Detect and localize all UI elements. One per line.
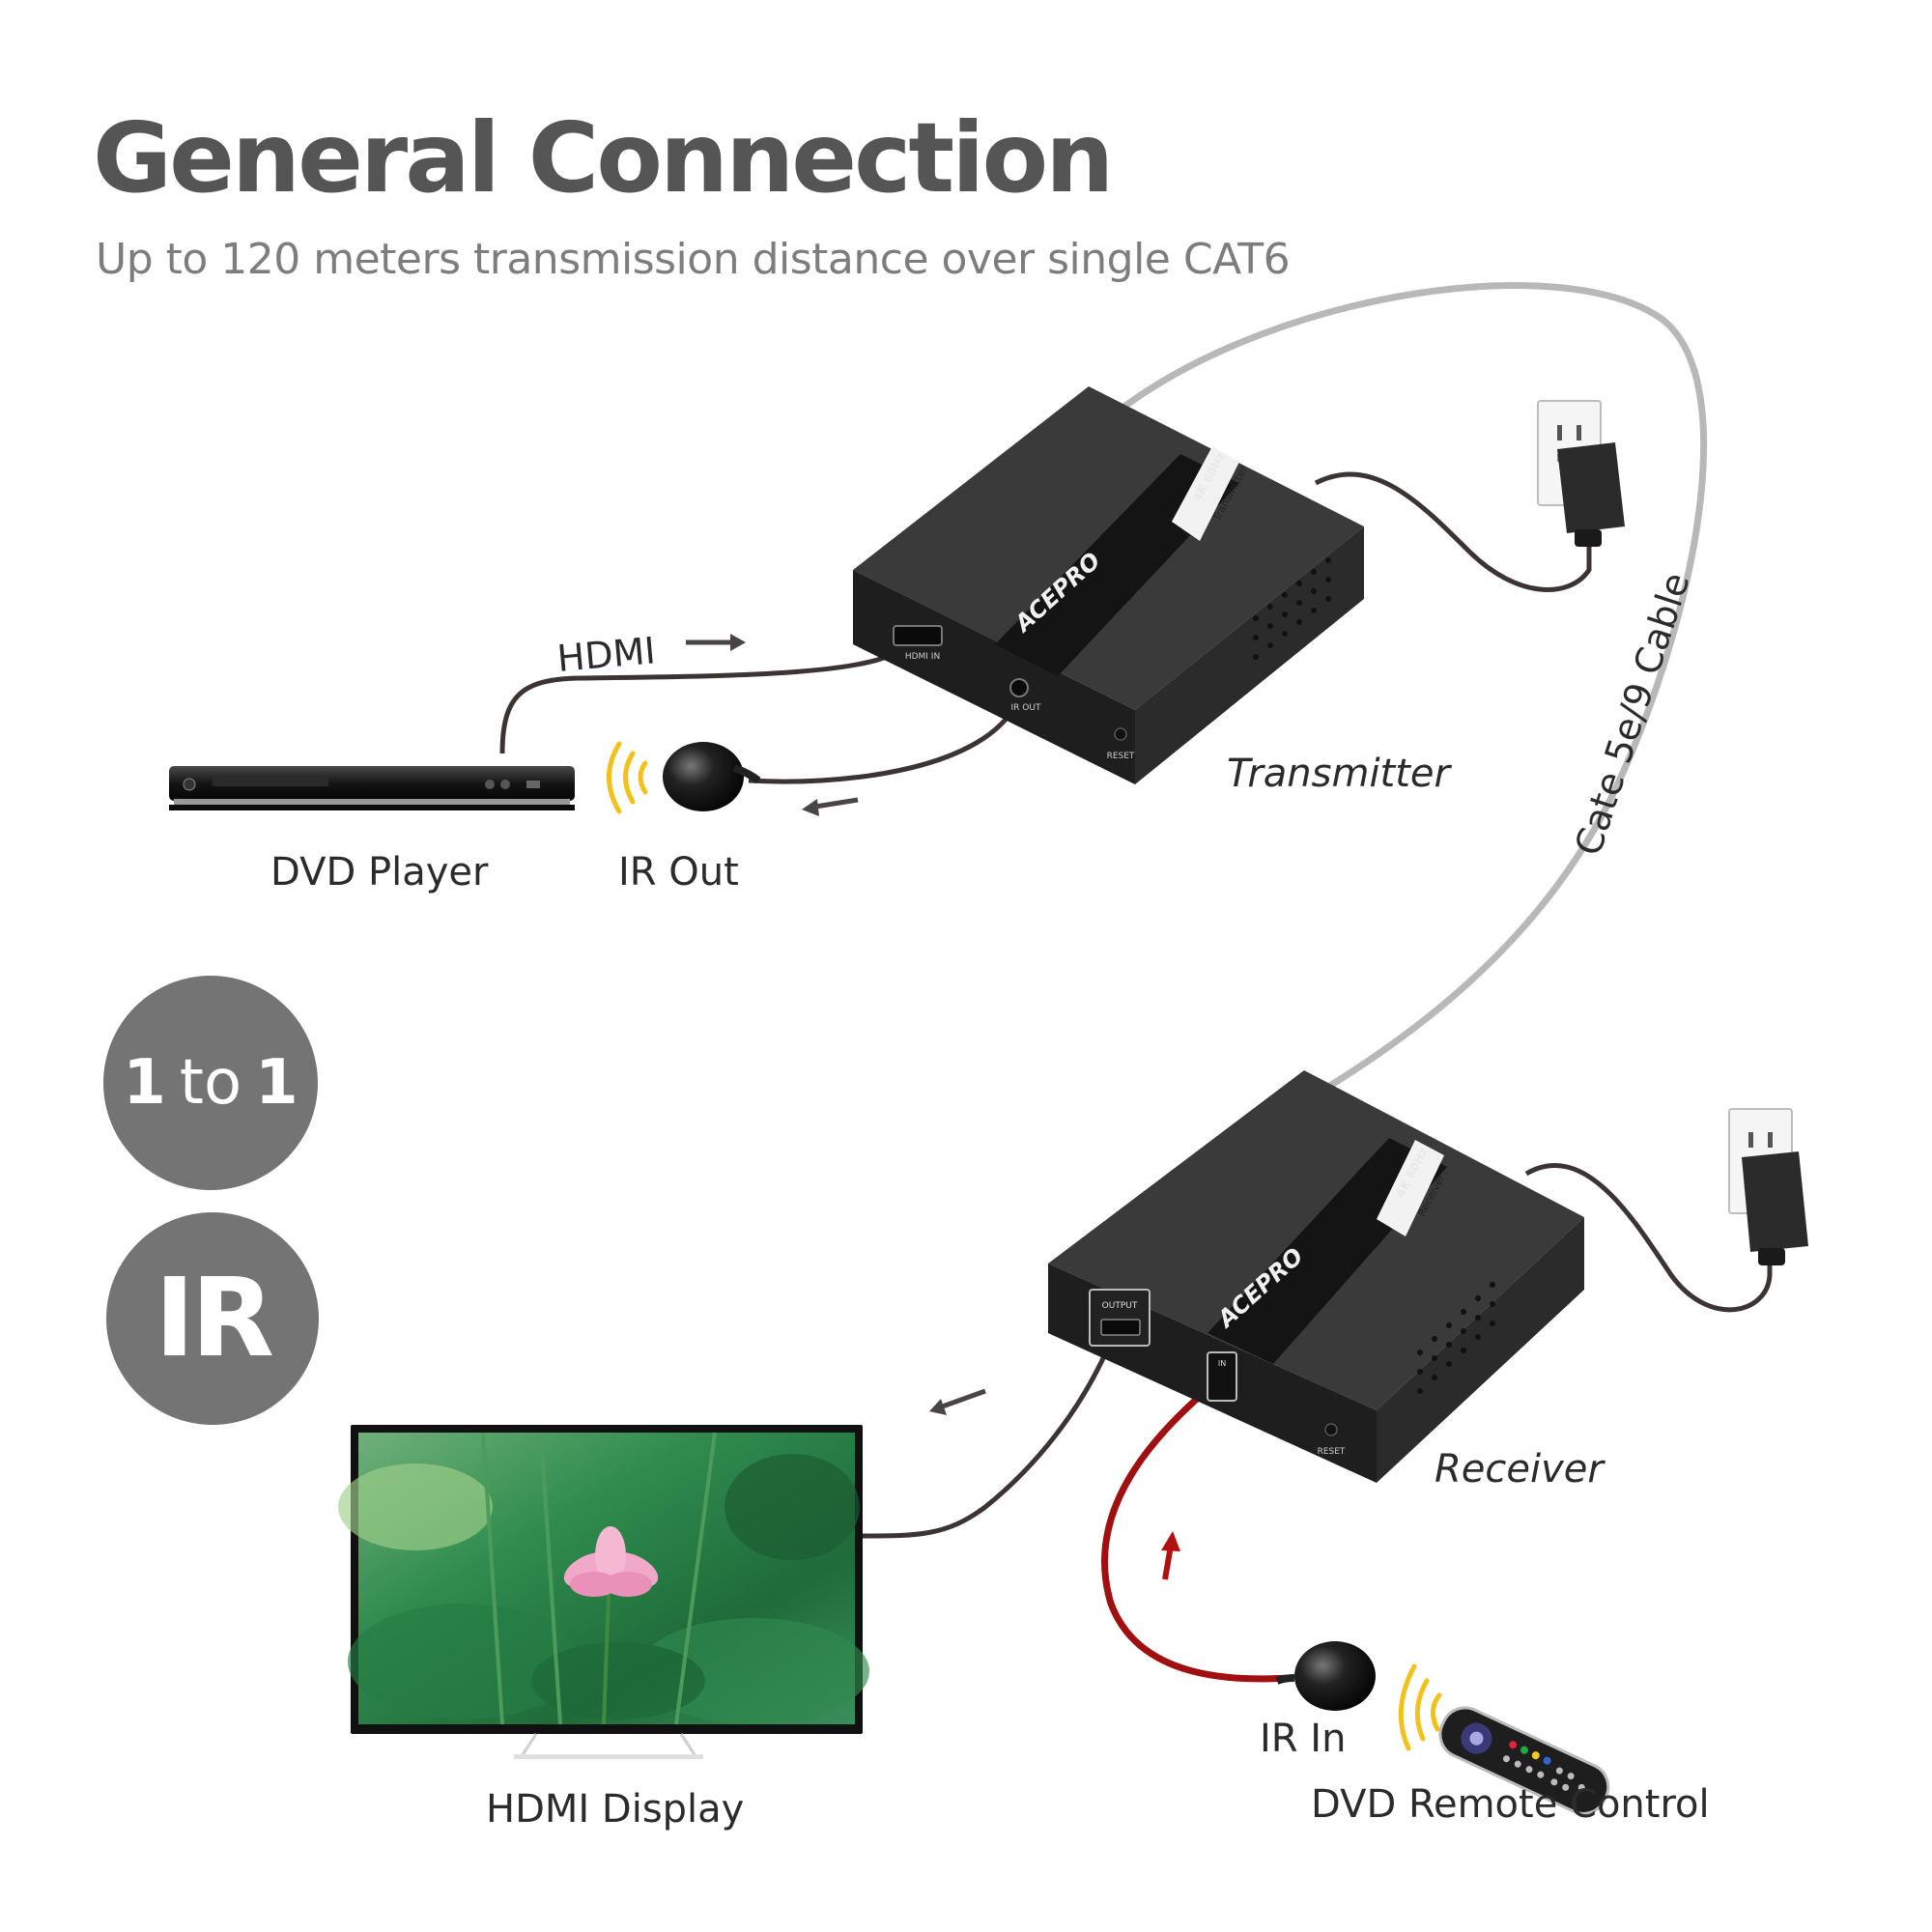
ir-badge-text: IR bbox=[155, 1256, 274, 1381]
ir-out-waves-icon bbox=[607, 741, 648, 814]
page-title: General Connection bbox=[93, 101, 1114, 214]
ir-out-arrow bbox=[802, 797, 859, 816]
ir-in-receiver bbox=[1275, 1641, 1376, 1711]
receiver-label: Receiver bbox=[1435, 1447, 1604, 1492]
rx-reset-button bbox=[1324, 1423, 1338, 1436]
transmitter-unit: 4K 60Hz Transmitter ACEPRO HDMI IN IR OU… bbox=[853, 386, 1364, 784]
hdmi-display bbox=[338, 1425, 869, 1759]
tx-reset-label: RESET bbox=[1107, 752, 1135, 761]
ir-in-label: IR In bbox=[1260, 1717, 1347, 1761]
remote-control-icon bbox=[1438, 1706, 1610, 1815]
tx-hdmi-port-label: HDMI IN bbox=[905, 652, 940, 662]
mode-badge: 1 to 1 bbox=[103, 976, 318, 1190]
ir-in-cable bbox=[1101, 1377, 1291, 1683]
hdmi-in-arrow bbox=[686, 634, 746, 651]
hdmi-out-arrow bbox=[929, 1388, 986, 1415]
tx-hdmi-port bbox=[893, 625, 943, 646]
ir-out-label: IR Out bbox=[618, 850, 739, 895]
lotus-flower bbox=[563, 1526, 659, 1725]
receiver-unit: 4K 60Hz Receiver ACEPRO OUTPUT IN RESET bbox=[1048, 1070, 1584, 1483]
dvd-player bbox=[169, 766, 575, 810]
ir-in-arrow bbox=[1161, 1531, 1180, 1580]
tx-power-cable bbox=[1314, 471, 1592, 592]
hdmi-display-label: HDMI Display bbox=[486, 1787, 745, 1832]
mode-badge-word: to bbox=[179, 1047, 242, 1119]
remote-control-label: DVD Remote Control bbox=[1311, 1782, 1710, 1827]
rx-power-adapter bbox=[1728, 1108, 1808, 1265]
tx-reset-button bbox=[1114, 727, 1127, 741]
rx-ir-port bbox=[1207, 1351, 1237, 1402]
tx-ir-port bbox=[1009, 678, 1029, 697]
dvd-player-label: DVD Player bbox=[270, 850, 489, 895]
page-subtitle: Up to 120 meters transmission distance o… bbox=[96, 235, 1291, 284]
mode-badge-left: 1 bbox=[123, 1047, 166, 1119]
ir-out-emitter bbox=[663, 742, 761, 811]
rx-hdmi-port-label: OUTPUT bbox=[1102, 1301, 1138, 1311]
cat-cable-label: Cate 5e/9 Cable bbox=[1567, 567, 1698, 860]
tx-vent-holes bbox=[1253, 557, 1331, 660]
hdmi-out-cable bbox=[862, 1340, 1114, 1539]
rx-power-cable bbox=[1524, 1163, 1773, 1313]
rx-hdmi-port bbox=[1089, 1289, 1151, 1347]
hdmi-cable-label: HDMI bbox=[555, 629, 657, 680]
tx-power-adapter bbox=[1537, 400, 1625, 547]
tx-ir-port-label: IR OUT bbox=[1011, 703, 1041, 713]
ir-badge: IR bbox=[106, 1212, 319, 1425]
rx-vent-holes bbox=[1417, 1282, 1495, 1394]
mode-badge-right: 1 bbox=[255, 1047, 298, 1119]
hdmi-in-cable bbox=[499, 644, 906, 754]
ir-out-cable bbox=[748, 696, 1022, 784]
remote-waves-icon bbox=[1398, 1663, 1442, 1751]
cat-cable bbox=[1122, 282, 1708, 1091]
transmitter-label: Transmitter bbox=[1227, 752, 1450, 796]
rx-ir-port-label: IN bbox=[1218, 1359, 1226, 1368]
rx-reset-label: RESET bbox=[1318, 1447, 1346, 1457]
